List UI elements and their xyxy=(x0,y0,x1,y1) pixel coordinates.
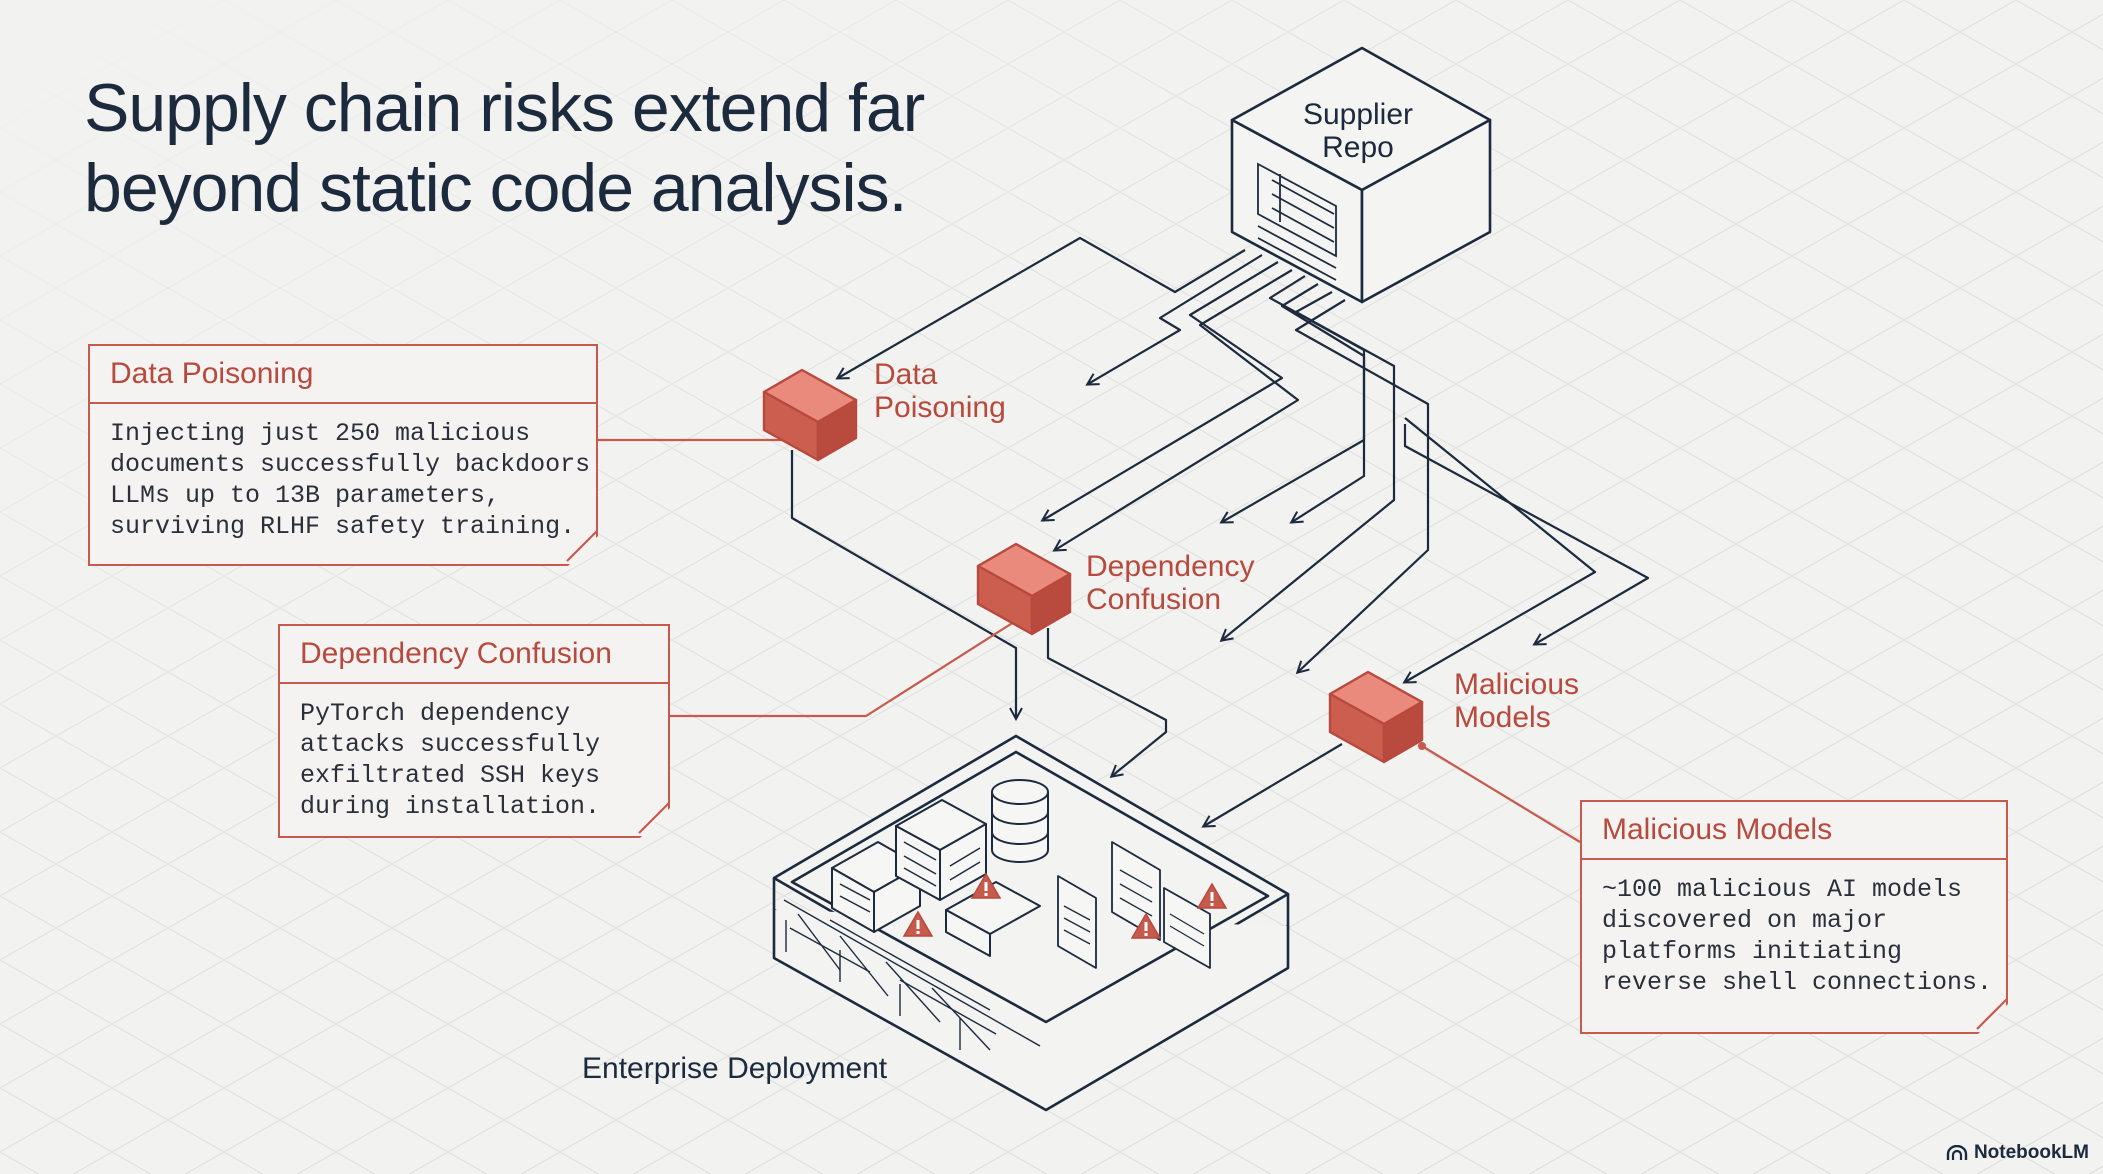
malicious-models-node-line1: Malicious xyxy=(1454,668,1580,701)
card-line: reverse shell connections. xyxy=(1602,968,1993,997)
malicious-models-card-title: Malicious Models xyxy=(1582,802,2006,860)
card-line: during installation. xyxy=(300,792,601,821)
page-title-line2: beyond static code analysis. xyxy=(84,150,908,226)
page-title-line1: Supply chain risks extend far xyxy=(84,70,925,146)
arrow-repo-to-malicious-2 xyxy=(1405,417,1597,682)
card-line: exfiltrated SSH keys xyxy=(300,761,601,790)
card-line: ~100 malicious AI models xyxy=(1602,875,1963,904)
arrow-repo-to-middle-3 xyxy=(1222,291,1396,640)
supplier-repo-label: Supplier Repo xyxy=(1288,98,1428,164)
dependency-confusion-card-body: PyTorch dependency attacks successfully … xyxy=(280,684,668,822)
data-poisoning-node-line2: Poisoning xyxy=(874,391,1006,424)
card-line: LLMs up to 13B parameters, xyxy=(110,481,501,510)
notebooklm-logo-icon xyxy=(1946,1145,1968,1160)
arrow-repo-to-data-poisoning xyxy=(838,236,1246,378)
card-line: surviving RLHF safety training. xyxy=(110,512,576,541)
warning-triangle-icon xyxy=(902,872,1228,939)
brand-name: NotebookLM xyxy=(1973,1142,2089,1163)
data-poisoning-card-body: Injecting just 250 malicious documents s… xyxy=(90,404,596,542)
malicious-models-card: Malicious Models ~100 malicious AI model… xyxy=(1580,800,2008,1034)
supplier-repo-line1: Supplier xyxy=(1302,98,1414,131)
malicious-models-node-line2: Models xyxy=(1454,701,1551,734)
card-line: discovered on major xyxy=(1602,906,1888,935)
arrow-repo-to-dependency-1 xyxy=(1043,261,1284,520)
brand-watermark: NotebookLM xyxy=(1946,1142,2089,1164)
leader-malicious-models xyxy=(1421,745,1581,843)
enterprise-deployment-label: Enterprise Deployment xyxy=(582,1052,888,1085)
card-line: Injecting just 250 malicious xyxy=(110,419,531,448)
card-line: platforms initiating xyxy=(1602,937,1903,966)
malicious-models-card-body: ~100 malicious AI models discovered on m… xyxy=(1582,860,2006,998)
dependency-confusion-card-title: Dependency Confusion xyxy=(280,626,668,684)
malicious-models-box-icon xyxy=(1328,670,1424,764)
dependency-confusion-box-icon xyxy=(976,542,1072,636)
data-poisoning-box-icon xyxy=(762,368,858,462)
malicious-models-node-label: Malicious Models xyxy=(1454,668,1579,734)
data-poisoning-node-line1: Data xyxy=(874,358,938,391)
arrow-dependency-to-enterprise xyxy=(1046,628,1168,776)
data-poisoning-node-label: Data Poisoning xyxy=(874,358,1006,424)
dependency-confusion-node-line2: Confusion xyxy=(1086,583,1222,616)
supplier-repo-line2: Repo xyxy=(1322,131,1394,164)
card-line: attacks successfully xyxy=(300,730,601,759)
data-poisoning-card-title: Data Poisoning xyxy=(90,346,596,404)
dependency-confusion-card: Dependency Confusion PyTorch dependency … xyxy=(278,624,670,838)
card-line: documents successfully backdoors xyxy=(110,450,591,479)
data-poisoning-card: Data Poisoning Injecting just 250 malici… xyxy=(88,344,598,566)
arrow-repo-to-middle-2 xyxy=(1280,283,1366,522)
arrow-repo-to-left xyxy=(1088,254,1263,384)
arrow-repo-to-malicious-3 xyxy=(1403,424,1650,644)
dependency-confusion-node-label: Dependency Confusion xyxy=(1086,550,1254,616)
card-line: PyTorch dependency xyxy=(300,699,571,728)
page-title: Supply chain risks extend far beyond sta… xyxy=(84,68,925,228)
arrow-repo-to-middle-4 xyxy=(1294,299,1430,672)
arrow-malicious-to-enterprise xyxy=(1204,743,1343,826)
leader-dependency-confusion xyxy=(670,621,1015,718)
arrow-data-poisoning-to-enterprise xyxy=(790,450,1016,718)
arrow-repo-to-dependency-2 xyxy=(1055,269,1300,550)
dependency-confusion-node-line1: Dependency xyxy=(1086,550,1255,583)
